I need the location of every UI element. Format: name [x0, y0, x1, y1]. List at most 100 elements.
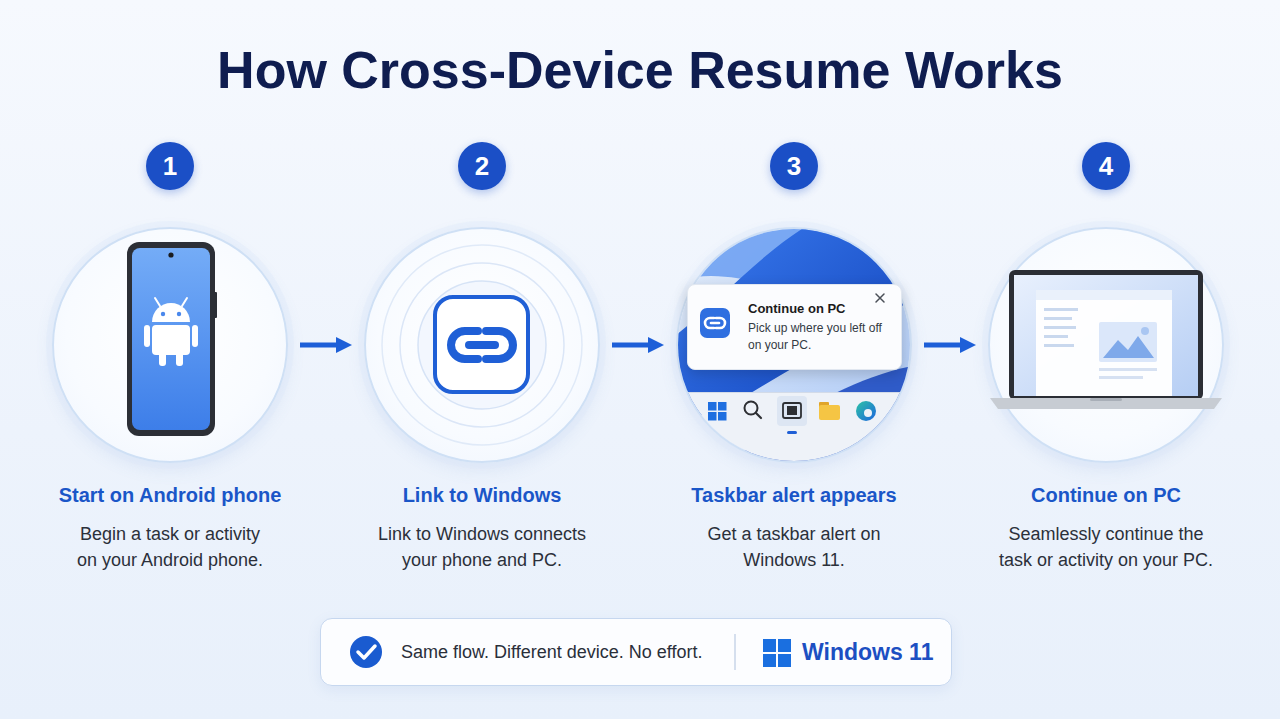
windows-logo — [763, 654, 776, 667]
start-icon — [718, 402, 727, 411]
signal-ring — [418, 281, 546, 409]
wallpaper — [676, 227, 912, 463]
check-mark — [358, 646, 375, 658]
step-heading: Start on Android phone — [59, 483, 282, 507]
chain-bar — [469, 341, 495, 349]
step-heading: Link to Windows — [403, 483, 562, 507]
phone-frame — [127, 242, 215, 436]
step-description: Seamlessly continue the task or activity… — [994, 521, 1218, 573]
sidebar-line — [1044, 326, 1076, 329]
phone-camera — [168, 252, 173, 257]
popup-link-glyph — [711, 322, 719, 325]
step-circle: Continue on PCSeamlessly continue the ta… — [988, 227, 1224, 463]
step-number-badge: 4 — [1082, 142, 1130, 190]
flow-arrow — [924, 343, 968, 348]
signal-ring — [382, 245, 582, 445]
phone-screen — [132, 248, 210, 430]
content-line — [1099, 368, 1157, 371]
step-number: 4 — [1082, 142, 1130, 190]
laptop-base — [990, 398, 1222, 409]
phone-button — [214, 292, 217, 318]
sidebar-line — [1044, 344, 1074, 347]
image-placeholder — [1099, 322, 1157, 362]
summary-banner: Same flow. Different device. No effort. W… — [320, 618, 952, 686]
sidebar-line — [1044, 308, 1078, 311]
step-circle: Taskbar alert appearsGet a taskbar alert… — [676, 227, 912, 463]
step-number: 3 — [770, 142, 818, 190]
close-icon — [876, 294, 884, 302]
search-icon — [756, 413, 761, 418]
popup-link-glyph — [716, 318, 725, 328]
signal-ring — [400, 263, 564, 427]
step-number: 1 — [146, 142, 194, 190]
edge-icon — [864, 409, 872, 417]
step-number-badge: 3 — [770, 142, 818, 190]
android-eye — [177, 312, 181, 316]
start-icon — [708, 402, 717, 411]
app-titlebar — [1036, 290, 1172, 300]
android-leg — [159, 351, 166, 366]
edge-icon — [856, 401, 876, 421]
banner-slogan: Same flow. Different device. No effort. — [401, 619, 702, 685]
step-description: Link to Windows connects your phone and … — [368, 521, 596, 573]
android-leg — [176, 351, 183, 366]
banner-divider — [734, 634, 736, 670]
laptop-lid — [1009, 270, 1203, 400]
step-number-badge: 2 — [458, 142, 506, 190]
step-description: Get a taskbar alert on Windows 11. — [688, 521, 900, 573]
popup-link-glyph — [705, 318, 714, 328]
flow-arrow — [300, 343, 344, 348]
android-antenna — [182, 298, 187, 306]
android-arm — [192, 325, 198, 347]
notification-popup: Continue on PC Pick up where you left off… — [687, 284, 902, 370]
chain-link — [451, 331, 478, 359]
windows-logo — [778, 639, 791, 652]
wallpaper-wave — [676, 227, 912, 425]
step-circle: Link to WindowsLink to Windows connects … — [364, 227, 600, 463]
taskbar-edge — [676, 392, 912, 393]
banner-brand: Windows 11 — [802, 619, 933, 685]
laptop-notch — [1090, 398, 1122, 401]
taskview-icon — [783, 403, 801, 418]
windows-logo — [778, 654, 791, 667]
step-heading: Taskbar alert appears — [691, 483, 896, 507]
search-icon — [745, 402, 758, 415]
taskbar — [676, 392, 912, 463]
android-arm — [144, 325, 150, 347]
popup-message: Pick up where you left off on your PC. — [748, 320, 890, 354]
sidebar-line — [1044, 335, 1068, 338]
wallpaper-wave — [676, 227, 912, 286]
image-sun — [1141, 327, 1149, 335]
link-app-icon — [435, 297, 528, 392]
start-icon — [718, 412, 727, 421]
windows-logo — [763, 639, 776, 652]
step-number: 2 — [458, 142, 506, 190]
step-circle: Start on Android phoneBegin a task or ac… — [52, 227, 288, 463]
wallpaper-wave — [730, 366, 912, 463]
active-indicator — [787, 431, 797, 434]
android-head — [152, 303, 190, 322]
step-number-badge: 1 — [146, 142, 194, 190]
android-eye — [161, 312, 165, 316]
chain-link — [486, 331, 513, 359]
sidebar-line — [1044, 317, 1072, 320]
android-antenna — [155, 298, 160, 306]
content-line — [1099, 376, 1143, 379]
step-description: Begin a task or activity on your Android… — [72, 521, 268, 573]
folder-icon — [819, 402, 829, 408]
app-window — [1036, 290, 1172, 396]
image-mountain — [1103, 336, 1154, 358]
flow-arrow — [612, 343, 656, 348]
check-badge — [350, 636, 382, 668]
android-body — [152, 325, 190, 355]
diagram-title: How Cross-Device Resume Works — [0, 36, 1280, 104]
popup-title: Continue on PC — [748, 301, 846, 317]
active-app-highlight — [777, 396, 807, 426]
start-icon — [708, 412, 717, 421]
taskview-icon — [787, 406, 797, 415]
laptop-display — [1014, 275, 1198, 396]
step-heading: Continue on PC — [1031, 483, 1181, 507]
